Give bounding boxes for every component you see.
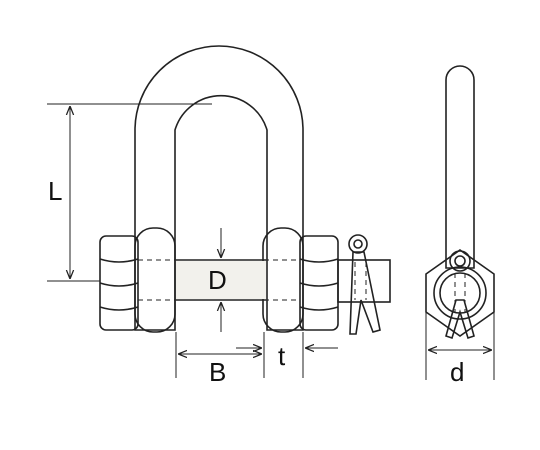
pin-threaded-end (337, 259, 391, 303)
pin-head-nut (99, 235, 139, 331)
pin-nut (299, 235, 339, 331)
shackle-side-view: d (425, 65, 495, 387)
shackle-leg-eye-left (134, 227, 176, 333)
label-d: d (450, 357, 464, 387)
pin-hidden-outline (138, 259, 300, 301)
shackle-front-view: L D B t (47, 45, 391, 387)
cotter-pin (348, 234, 381, 335)
dimension-D: D (208, 228, 227, 332)
label-t: t (278, 341, 286, 371)
shackle-bow (134, 45, 304, 331)
dimension-L: L (47, 103, 212, 282)
label-B: B (209, 357, 226, 387)
side-hex-nut (425, 249, 495, 337)
dimension-t: t (236, 332, 338, 378)
label-D: D (208, 265, 227, 295)
label-L: L (48, 176, 62, 206)
side-bow (445, 65, 475, 269)
dimension-B: B (175, 332, 265, 387)
shackle-leg-eye-right (262, 227, 304, 333)
dimension-d: d (425, 312, 495, 387)
side-cotter-pin (445, 250, 475, 340)
